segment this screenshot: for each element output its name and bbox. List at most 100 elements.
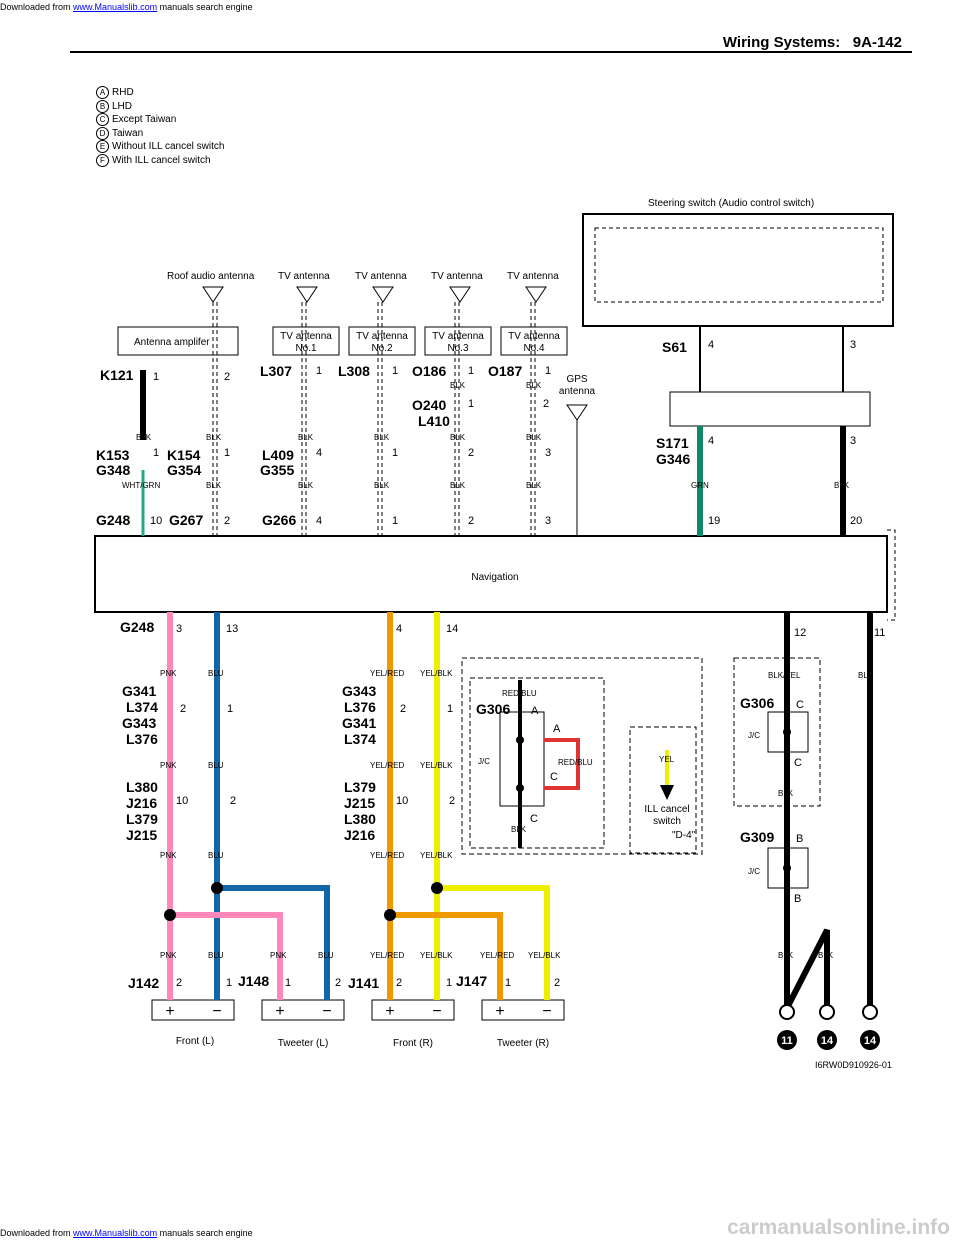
svg-text:1: 1 [224, 447, 230, 459]
svg-text:3: 3 [850, 435, 856, 447]
tv4-label: TV antenna [508, 331, 560, 342]
figure-code: I6RW0D910926-01 [815, 1060, 892, 1070]
conn-g343-r: G343 [342, 683, 376, 699]
conn-o187: O187 [488, 363, 522, 379]
conn-g248: G248 [96, 512, 130, 528]
conn-j216: J216 [126, 795, 157, 811]
svg-text:2: 2 [543, 398, 549, 410]
svg-text:1: 1 [468, 398, 474, 410]
svg-text:2: 2 [224, 515, 230, 527]
conn-j215: J215 [126, 827, 157, 843]
svg-text:BLK: BLK [778, 789, 794, 798]
svg-text:PNK: PNK [270, 951, 287, 960]
svg-text:YEL/RED: YEL/RED [370, 669, 404, 678]
svg-text:12: 12 [794, 627, 806, 639]
svg-text:20: 20 [850, 515, 862, 527]
svg-text:+: + [385, 1003, 394, 1020]
conn-l380: L380 [126, 779, 158, 795]
conn-s171: S171 [656, 435, 689, 451]
conn-g306: G306 [476, 701, 510, 717]
conn-l379-r: L379 [344, 779, 376, 795]
conn-g348: G348 [96, 462, 130, 478]
tweeter-l-label: Tweeter (L) [278, 1038, 329, 1049]
svg-text:PNK: PNK [160, 951, 177, 960]
gps-label: GPS [566, 374, 587, 385]
svg-text:1: 1 [468, 365, 474, 377]
svg-text:BLU: BLU [208, 851, 224, 860]
conn-g267: G267 [169, 512, 203, 528]
svg-text:BLK: BLK [298, 433, 314, 442]
footer-download-note: Downloaded from www.Manualslib.com manua… [0, 1228, 253, 1238]
svg-text:C: C [530, 813, 538, 825]
conn-l374: L374 [126, 699, 158, 715]
svg-text:BLK: BLK [450, 381, 466, 390]
svg-text:YEL: YEL [659, 755, 675, 764]
conn-l409: L409 [262, 447, 294, 463]
svg-text:2: 2 [176, 977, 182, 989]
footer-manualslib-link[interactable]: www.Manualslib.com [73, 1228, 158, 1238]
svg-text:1: 1 [316, 365, 322, 377]
svg-text:BLK: BLK [450, 433, 466, 442]
svg-text:YEL/RED: YEL/RED [370, 761, 404, 770]
svg-text:2: 2 [335, 977, 341, 989]
svg-text:B: B [796, 833, 803, 845]
svg-text:1: 1 [545, 365, 551, 377]
svg-text:YEL/RED: YEL/RED [370, 851, 404, 860]
svg-text:2: 2 [224, 371, 230, 383]
tv2-num: No.2 [371, 343, 393, 354]
roof-antenna-label: Roof audio antenna [167, 271, 255, 282]
svg-text:1: 1 [505, 977, 511, 989]
svg-text:4: 4 [396, 623, 402, 635]
svg-text:BLK: BLK [206, 433, 222, 442]
svg-text:1: 1 [392, 447, 398, 459]
svg-text:YEL/BLK: YEL/BLK [420, 669, 453, 678]
svg-text:BLK: BLK [858, 671, 874, 680]
svg-text:10: 10 [396, 795, 408, 807]
svg-text:BLK: BLK [526, 381, 542, 390]
svg-text:YEL/BLK: YEL/BLK [420, 761, 453, 770]
svg-text:1: 1 [226, 977, 232, 989]
svg-text:B: B [794, 893, 801, 905]
svg-text:BLK: BLK [136, 433, 152, 442]
steering-switch-label: Steering switch (Audio control switch) [648, 198, 814, 209]
conn-g309: G309 [740, 829, 774, 845]
conn-g355: G355 [260, 462, 294, 478]
svg-text:A: A [531, 705, 539, 717]
svg-text:2: 2 [180, 703, 186, 715]
ill-switch-label: ILL cancel [644, 804, 689, 815]
svg-text:BLK: BLK [834, 481, 850, 490]
ground-14a-label: 14 [821, 1035, 834, 1047]
conn-l410: L410 [418, 413, 450, 429]
svg-text:C: C [796, 699, 804, 711]
front-r-label: Front (R) [393, 1038, 433, 1049]
svg-text:+: + [275, 1003, 284, 1020]
svg-text:+: + [495, 1003, 504, 1020]
svg-text:BLK: BLK [374, 481, 390, 490]
svg-text:J/C: J/C [478, 757, 490, 766]
svg-text:+: + [165, 1003, 174, 1020]
tv1-label: TV antenna [280, 331, 332, 342]
manualslib-link[interactable]: www.Manualslib.com [73, 2, 158, 12]
antenna-amp-label: Antenna amplifer [134, 337, 210, 348]
svg-text:J/C: J/C [748, 867, 760, 876]
tv-antenna-label: TV antenna [278, 271, 330, 282]
svg-text:RED/BLU: RED/BLU [502, 689, 537, 698]
tv4-num: No.4 [523, 343, 545, 354]
tv-antenna-label: TV antenna [507, 271, 559, 282]
svg-text:10: 10 [176, 795, 188, 807]
svg-text:BLU: BLU [208, 669, 224, 678]
svg-text:PNK: PNK [160, 851, 177, 860]
svg-text:BLK: BLK [818, 951, 834, 960]
svg-text:−: − [212, 1003, 221, 1020]
conn-g248-lower: G248 [120, 619, 154, 635]
svg-text:−: − [432, 1003, 441, 1020]
svg-text:1: 1 [446, 977, 452, 989]
svg-text:14: 14 [446, 623, 458, 635]
conn-g341: G341 [122, 683, 156, 699]
svg-text:YEL/BLK: YEL/BLK [528, 951, 561, 960]
svg-text:WHT/GRN: WHT/GRN [122, 481, 160, 490]
conn-l379: L379 [126, 811, 158, 827]
svg-text:1: 1 [285, 977, 291, 989]
